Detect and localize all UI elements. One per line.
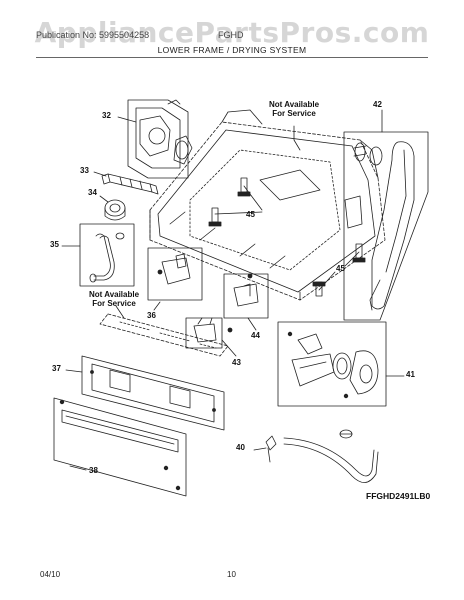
- leader-45-right: [318, 251, 360, 291]
- callout-45-right: 45: [336, 264, 345, 273]
- leader-34: [99, 195, 109, 203]
- callout-40: 40: [236, 443, 245, 452]
- fan-motor-41: [277, 321, 387, 407]
- callout-33: 33: [80, 166, 89, 175]
- callout-38: 38: [89, 466, 98, 475]
- screw-45-b: [208, 207, 222, 227]
- leader-45-top: [214, 185, 263, 215]
- callout-41: 41: [406, 370, 415, 379]
- leader-note-left: [115, 305, 125, 319]
- footer-date: 04/10: [40, 570, 61, 579]
- callout-37: 37: [52, 364, 61, 373]
- model-prefix: FGHD: [218, 30, 244, 40]
- fan-housing-32: [127, 99, 193, 179]
- not-available-note-left: Not Available For Service: [82, 290, 146, 308]
- callout-42: 42: [373, 100, 382, 109]
- header-rule: [36, 57, 428, 58]
- not-available-note-top: Not Available For Service: [262, 100, 326, 118]
- drying-duct-42: [343, 131, 429, 321]
- publication-number: Publication No: 5995504258: [36, 30, 150, 40]
- callout-43: 43: [232, 358, 241, 367]
- bracket-36: [147, 247, 203, 301]
- note-line: For Service: [92, 299, 136, 308]
- screw-45-a: [237, 177, 251, 197]
- note-line: For Service: [272, 109, 316, 118]
- bracket-44: [223, 273, 269, 319]
- section-title: LOWER FRAME / DRYING SYSTEM: [157, 45, 307, 55]
- leader-38: [69, 465, 87, 471]
- screw-45-d: [312, 281, 326, 297]
- callout-34: 34: [88, 188, 97, 197]
- callout-44: 44: [251, 331, 260, 340]
- vent-tube-33: [101, 173, 159, 195]
- leader-32: [117, 116, 137, 123]
- kick-plate-37: [81, 355, 225, 431]
- leader-44: [247, 317, 257, 331]
- watermark-text: AppliancePartsPros.com: [34, 16, 430, 49]
- clip-43: [185, 317, 233, 349]
- grommet-34: [104, 199, 126, 221]
- leader-33: [93, 171, 107, 177]
- callout-36: 36: [147, 311, 156, 320]
- callout-32: 32: [102, 111, 111, 120]
- toe-panel-38: [53, 397, 187, 497]
- callout-45-top: 45: [246, 210, 255, 219]
- callout-35: 35: [50, 240, 59, 249]
- note-line: Not Available: [268, 100, 320, 109]
- note-line: Not Available: [88, 290, 140, 299]
- lower-trim-panel: [99, 313, 229, 357]
- model-code: FFGHD2491LB0: [366, 491, 431, 501]
- hose-40: [265, 429, 379, 483]
- leader-note-top: [293, 125, 301, 151]
- leader-43: [221, 339, 237, 357]
- lower-frame-base: [149, 109, 386, 301]
- leader-37: [65, 369, 83, 373]
- leader-36: [153, 301, 161, 311]
- hose-assembly-35: [79, 223, 135, 287]
- footer-page-number: 10: [227, 570, 236, 579]
- screw-45-c: [352, 243, 366, 263]
- leader-40: [253, 447, 267, 451]
